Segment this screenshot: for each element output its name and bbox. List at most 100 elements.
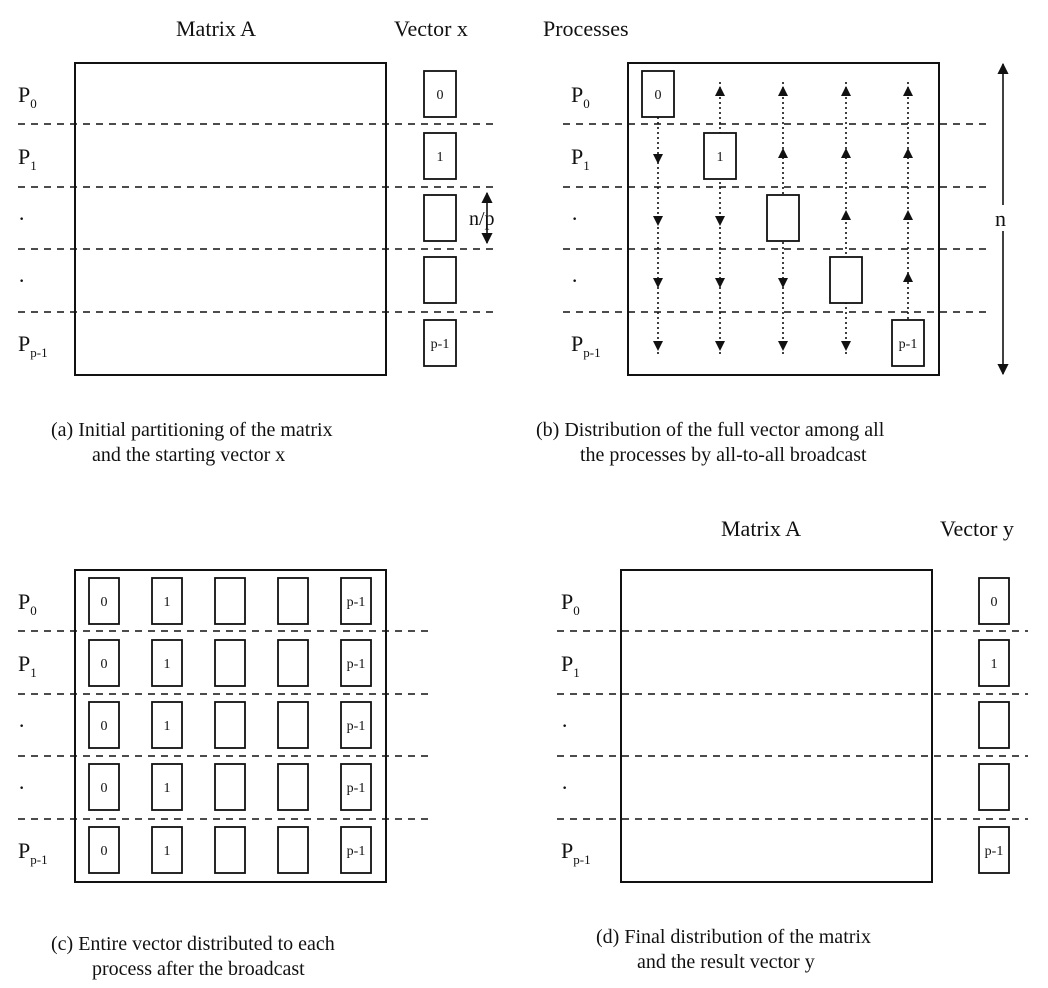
broadcast-arrow-down (653, 154, 663, 164)
vector-x-block (423, 70, 457, 118)
process-label-subscript: 0 (573, 603, 580, 618)
process-label: · (571, 268, 578, 293)
block-label: 0 (437, 88, 444, 103)
process-label-main: · (571, 268, 578, 293)
process-label-main: · (18, 268, 25, 293)
block-label: 1 (164, 719, 171, 734)
panel-d-matrix-header: Matrix A (721, 516, 801, 541)
block-label: 1 (991, 657, 998, 672)
process-label-subscript: 0 (30, 603, 37, 618)
broadcast-arrow-up (903, 86, 913, 96)
replicated-vector-block (277, 639, 309, 687)
process-label-main: · (561, 713, 568, 738)
vector-y-block (978, 577, 1010, 625)
replicated-vector-block (277, 701, 309, 749)
process-label-main: P (561, 838, 573, 863)
panel-d-caption-line1: (d) Final distribution of the matrix (596, 926, 871, 948)
block-label: p-1 (985, 844, 1004, 859)
broadcast-arrow-down (653, 216, 663, 226)
block-label: 1 (164, 657, 171, 672)
replicated-vector-block (88, 577, 120, 625)
process-label-main: P (18, 144, 30, 169)
process-label-main: P (18, 651, 30, 676)
panel-a-caption-line1: (a) Initial partitioning of the matrix (51, 419, 333, 441)
process-label-subscript: p-1 (573, 852, 590, 867)
replicated-vector-block (340, 701, 372, 749)
replicated-vector-block (88, 826, 120, 874)
broadcast-arrow-down (715, 341, 725, 351)
process-label: · (571, 206, 578, 231)
broadcast-arrow-up (715, 86, 725, 96)
process-label: P0 (18, 589, 37, 618)
replicated-vector-block (88, 639, 120, 687)
broadcast-arrow-up (778, 86, 788, 96)
block-label: p-1 (347, 595, 366, 610)
process-label: · (18, 713, 25, 738)
replicated-vector-block (214, 763, 246, 811)
process-label-subscript: 1 (573, 665, 580, 680)
panel-c-matrix (74, 569, 387, 883)
process-label-subscript: 0 (583, 96, 590, 111)
process-label: P1 (18, 651, 37, 680)
broadcast-arrow-up (778, 148, 788, 158)
replicated-vector-block (277, 577, 309, 625)
broadcast-arrow-up (841, 210, 851, 220)
process-label-main: · (571, 206, 578, 231)
replicated-vector-block (151, 577, 183, 625)
block-label: p-1 (347, 781, 366, 796)
replicated-vector-block (88, 763, 120, 811)
process-label-main: P (18, 838, 30, 863)
vector-y-block (978, 826, 1010, 874)
panel-a-matrix (74, 62, 387, 376)
block-label: 1 (437, 150, 444, 165)
block-label: 0 (101, 595, 108, 610)
process-label-main: P (571, 82, 583, 107)
process-label: Pp-1 (18, 331, 48, 360)
diagonal-vector-block (703, 132, 737, 180)
process-label: P1 (561, 651, 580, 680)
block-label: 1 (164, 595, 171, 610)
broadcast-arrow-up (841, 148, 851, 158)
process-label-main: P (18, 331, 30, 356)
block-label: 1 (717, 150, 724, 165)
process-label-main: P (571, 144, 583, 169)
diagonal-vector-block (766, 194, 800, 242)
vector-x-block (423, 256, 457, 304)
process-label-main: · (18, 713, 25, 738)
replicated-vector-block (88, 701, 120, 749)
process-label-subscript: 0 (30, 96, 37, 111)
broadcast-arrow-down (778, 278, 788, 288)
replicated-vector-block (214, 577, 246, 625)
diagonal-vector-block (891, 319, 925, 367)
broadcast-arrow-up (903, 272, 913, 282)
vector-x-block (423, 319, 457, 367)
panel-a-vector-header: Vector x (394, 16, 468, 41)
panel-d-caption-line2: and the result vector y (637, 951, 815, 973)
panel-c-caption-line2: process after the broadcast (92, 958, 305, 980)
process-label-main: P (18, 82, 30, 107)
process-label: Pp-1 (561, 838, 591, 867)
panel-d-matrix (620, 569, 933, 883)
replicated-vector-block (277, 826, 309, 874)
process-label: P0 (561, 589, 580, 618)
broadcast-arrow-down (841, 341, 851, 351)
process-label: · (18, 775, 25, 800)
process-label: Pp-1 (18, 838, 48, 867)
block-label: 0 (101, 781, 108, 796)
process-label-subscript: 1 (583, 158, 590, 173)
block-label: 0 (655, 88, 662, 103)
process-label-subscript: 1 (30, 665, 37, 680)
broadcast-arrow-down (778, 341, 788, 351)
block-label: 0 (101, 844, 108, 859)
block-label: p-1 (347, 657, 366, 672)
n-dimension-label: n (995, 206, 1006, 231)
replicated-vector-block (340, 577, 372, 625)
block-label: 0 (991, 595, 998, 610)
block-label: 1 (164, 781, 171, 796)
np-dimension-label: n/p (469, 208, 495, 230)
